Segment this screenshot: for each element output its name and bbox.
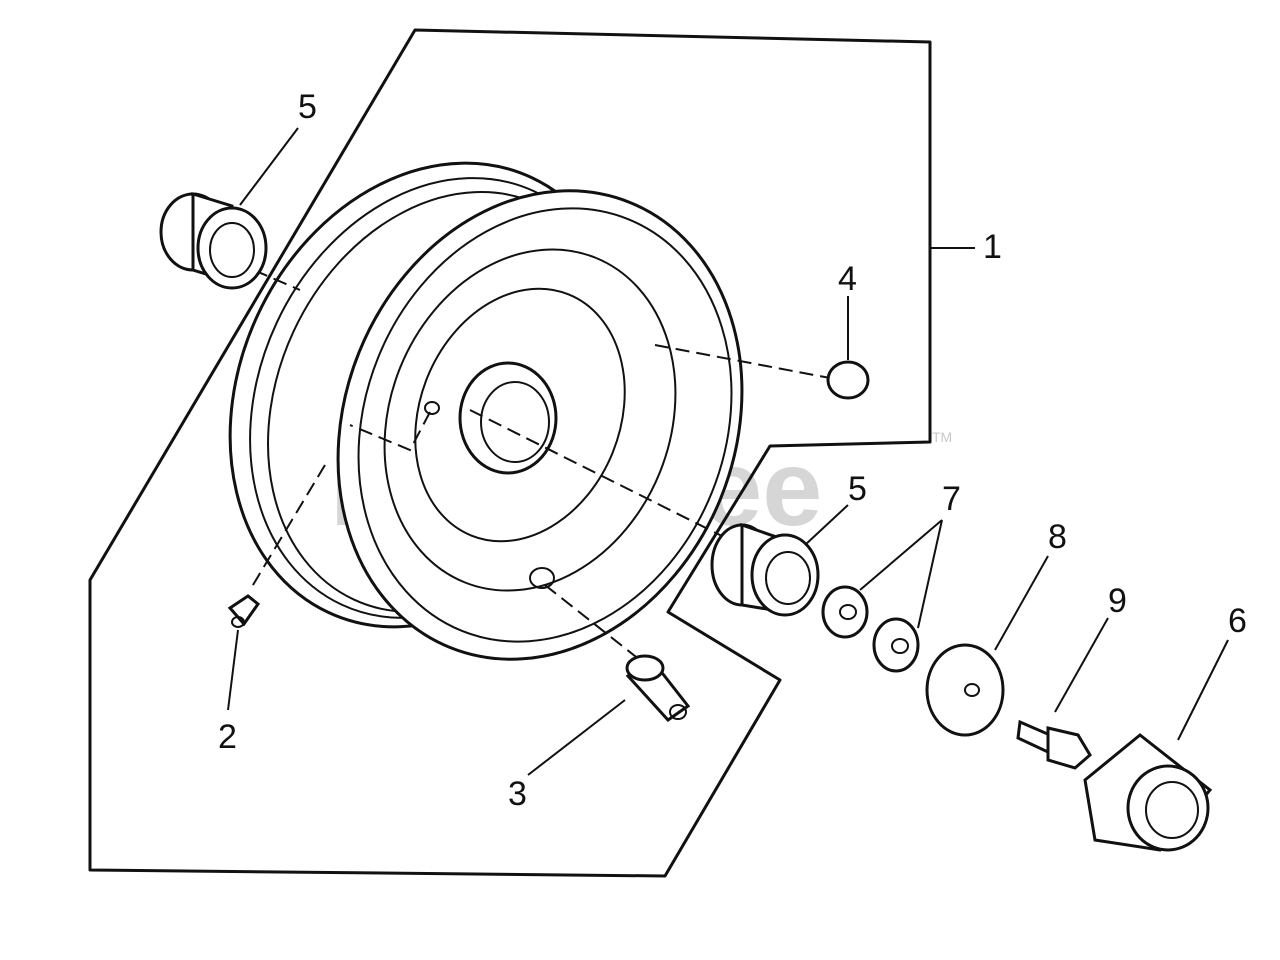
- grease-fitting[interactable]: [227, 594, 261, 628]
- leader-lines: [227, 127, 1229, 776]
- callout-3: 3: [508, 775, 527, 813]
- bushing-left[interactable]: [159, 191, 268, 290]
- wheel-hub: [458, 361, 558, 475]
- assembly-boundary: [88, 28, 932, 878]
- knurled-nut[interactable]: [1083, 733, 1213, 852]
- hex-bolt[interactable]: [1016, 719, 1092, 770]
- valve-stem[interactable]: [625, 654, 691, 722]
- callout-8: 8: [1048, 518, 1067, 556]
- callout-9: 9: [1108, 582, 1127, 620]
- wheel-rim[interactable]: [156, 97, 810, 720]
- washer-2[interactable]: [872, 617, 920, 673]
- cap-centerline: [654, 344, 831, 379]
- callout-5-right: 5: [848, 470, 867, 508]
- hub-cap[interactable]: [826, 360, 870, 400]
- washer-1[interactable]: [821, 585, 869, 639]
- thrust-disc[interactable]: [925, 643, 1005, 737]
- callout-2: 2: [218, 718, 237, 756]
- callout-1: 1: [983, 228, 1002, 266]
- axle-centerline-front: [469, 409, 741, 546]
- callout-7: 7: [942, 480, 961, 518]
- watermark-trademark: TM: [932, 429, 952, 445]
- callout-6: 6: [1228, 602, 1247, 640]
- fitting-centerline: [249, 411, 431, 591]
- callout-5-left: 5: [298, 88, 317, 126]
- callout-4: 4: [838, 260, 857, 298]
- bushing-right[interactable]: [710, 522, 820, 617]
